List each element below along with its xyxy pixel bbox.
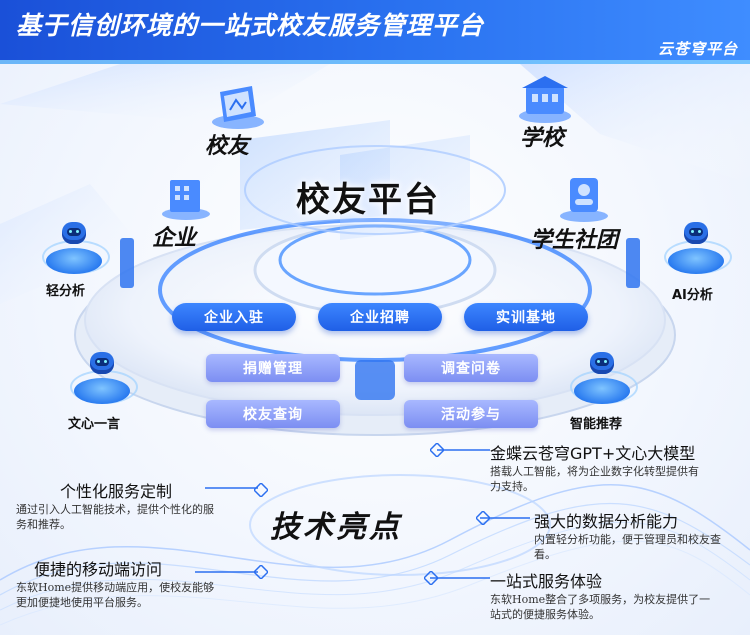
wave-decoration — [0, 449, 750, 626]
page-subtitle: 云苍穹平台 — [657, 40, 738, 58]
student-club-icon — [556, 170, 612, 224]
highlight-desc: 内置轻分析功能，便于管理员和校友查看。 — [534, 533, 721, 561]
highlight-title: 便捷的移动端访问 — [34, 560, 163, 579]
highlight-title: 个性化服务定制 — [60, 482, 173, 501]
chip-survey: 调查问卷 — [404, 354, 538, 382]
alumni-icon — [208, 82, 268, 130]
enterprise-icon — [158, 174, 214, 222]
diamond-icon — [476, 511, 490, 525]
robot-label-light-analysis: 轻分析 — [46, 284, 86, 299]
node-label-alumni: 校友 — [205, 134, 250, 159]
highlight-desc: 通过引入人工智能技术，提供个性化的服务和推荐。 — [16, 503, 214, 531]
node-label-student-club: 学生社团 — [530, 228, 619, 253]
robot-label-wenxin: 文心一言 — [68, 417, 121, 432]
chip-alumni-search: 校友查询 — [206, 400, 340, 428]
chip-enterprise-recruit: 企业招聘 — [318, 303, 442, 331]
robot-icon — [570, 348, 638, 408]
robot-icon — [664, 218, 732, 278]
node-label-school: 学校 — [520, 126, 565, 151]
robot-label-smart-recommend: 智能推荐 — [570, 417, 623, 432]
highlight-title: 一站式服务体验 — [490, 572, 603, 591]
page-title: 基于信创环境的一站式校友服务管理平台 — [16, 11, 485, 40]
highlight-title: 金蝶云苍穹GPT+文心大模型 — [490, 444, 696, 463]
highlights-title: 技术亮点 — [270, 510, 402, 545]
chip-activity: 活动参与 — [404, 400, 538, 428]
highlight-desc: 东软Home整合了多项服务，为校友提供了一站式的便捷服务体验。 — [490, 593, 711, 621]
highlight-desc: 东软Home提供移动端应用，使校友能够更加便捷地使用平台服务。 — [16, 581, 215, 609]
chip-enterprise-settle: 企业入驻 — [172, 303, 296, 331]
diamond-icon — [430, 443, 444, 457]
header-banner: 基于信创环境的一站式校友服务管理平台 云苍穹平台 — [0, 0, 750, 64]
diamond-icon — [254, 483, 268, 497]
diamond-icon — [254, 565, 268, 579]
chip-donation: 捐赠管理 — [206, 354, 340, 382]
school-icon — [516, 72, 574, 124]
robot-label-ai-analysis: AI分析 — [672, 288, 713, 303]
node-label-enterprise: 企业 — [152, 226, 197, 251]
platform-center-label: 校友平台 — [296, 180, 440, 220]
robot-icon — [70, 348, 138, 408]
highlight-desc: 搭载人工智能，将为企业数字化转型提供有力支持。 — [490, 465, 699, 493]
robot-icon — [42, 218, 110, 278]
diamond-icon — [424, 571, 438, 585]
chip-training-base: 实训基地 — [464, 303, 588, 331]
highlight-title: 强大的数据分析能力 — [534, 512, 679, 531]
